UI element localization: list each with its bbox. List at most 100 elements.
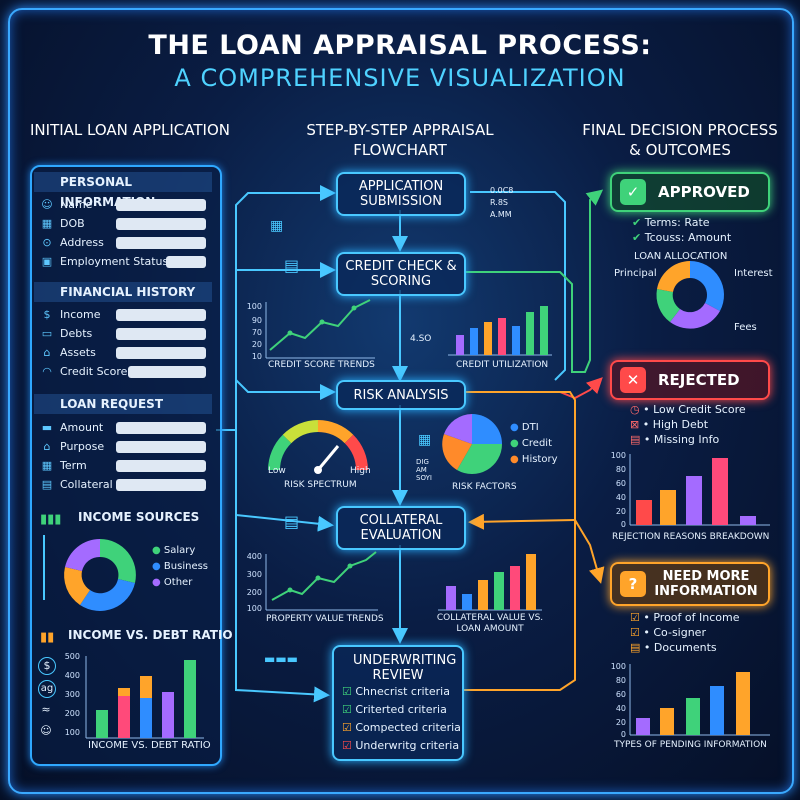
rejected-tick: 20 [615,507,626,516]
credit-util-caption: CREDIT UTILIZATION [456,360,549,370]
risk-side-label: AM [416,466,427,474]
location-pin-icon: ⊙ [42,236,52,249]
step-credit-check[interactable]: CREDIT CHECK & SCORING [336,252,466,296]
pending-tick: 80 [615,676,626,685]
approved-badge[interactable]: ✓ APPROVED [610,172,770,212]
pending-caption: TYPES OF PENDING INFORMATION [614,740,767,750]
ratio-chart-icon: ▮▮ [40,630,55,645]
pending-tick: 0 [620,730,626,739]
ratio-tick: 500 [64,652,80,661]
underwriting-item: ☑ Underwritg criteria [342,739,460,752]
trend-tick: 10 [251,352,262,361]
dob-field[interactable] [116,218,206,230]
approved-label: APPROVED [658,183,750,201]
income-field[interactable] [116,309,206,321]
rejected-caption: REJECTION REASONS BREAKDOWN [612,532,770,542]
debts-field[interactable] [116,328,206,340]
form-icon: ▦ [418,432,432,448]
legend-salary: ● Salary [152,545,196,556]
misc-readout: 0.0C8 [490,186,514,195]
legend-business: ● Business [152,561,209,572]
credit-trends-caption: CREDIT SCORE TRENDS [268,360,375,370]
trend-tick: 20 [251,340,262,349]
dollar-icon: $ [43,308,51,321]
property-tick: 300 [246,570,262,579]
thumbs-up-icon: ✓ [620,179,646,205]
collateral-field[interactable] [116,479,206,491]
legend-credit: ● Credit [510,438,552,449]
left-column-heading: INITIAL LOAN APPLICATION [30,121,230,139]
pending-tick: 40 [615,704,626,713]
person-icon: ☺ [41,198,53,211]
outer-frame [8,8,794,794]
risk-side-label: DIG [416,458,429,466]
employment-field[interactable] [166,256,206,268]
loan-allocation-title: LOAN ALLOCATION [634,251,728,262]
approved-item: ✔ Terms: Rate [632,216,710,229]
collateral-caption: COLLATERAL VALUE VS. LOAN AMOUNT [436,613,544,634]
risk-low-label: Low [268,466,286,476]
rejected-tick: 80 [615,465,626,474]
scale-icon: ≈ [41,703,51,716]
x-mark-icon: ✕ [620,367,646,393]
clipboard-icon: ▤ [284,256,300,275]
pending-tick: 20 [615,718,626,727]
page-title: THE LOAN APPRAISAL PROCESS: [148,30,652,61]
document-icon: ▤ [41,478,53,491]
risk-high-label: High [350,466,371,476]
loan-request-header: LOAN REQUEST [34,394,212,414]
assets-field[interactable] [116,347,206,359]
misc-readout: A.MM [490,210,512,219]
rejected-tick: 60 [615,479,626,488]
risk-spectrum-caption: RISK SPECTRUM [284,480,357,490]
purpose-field[interactable] [116,441,206,453]
legend-history: ● History [510,454,558,465]
briefcase-icon: ▣ [41,255,53,268]
legend-other: ● Other [152,577,193,588]
rejected-item: ▤ • Missing Info [630,433,720,446]
property-tick: 400 [246,552,262,561]
right-column-heading: FINAL DECISION PROCESS & OUTCOMES [582,121,778,159]
name-field[interactable] [116,199,206,211]
rejected-tick: 40 [615,493,626,502]
pending-tick: 60 [615,690,626,699]
step-risk-analysis[interactable]: RISK ANALYSIS [336,380,466,410]
underwriting-title: UNDERWRITING REVIEW [353,653,457,683]
step-application-submission[interactable]: APPLICATION SUBMISSION [336,172,466,216]
term-field[interactable] [116,460,206,472]
credit-score-field[interactable] [128,366,206,378]
data-stream-icon: ▬▬▬ [264,652,299,666]
clipboard-icon: ▤ [284,512,300,531]
step-underwriting-review[interactable]: UNDERWRITING REVIEW [332,645,464,761]
ratio-tick: 100 [64,728,80,737]
card-icon: ▭ [41,327,53,340]
rejected-tick: 0 [620,520,626,529]
rejected-badge[interactable]: ✕ REJECTED [610,360,770,400]
trend-tick: 100 [246,302,262,311]
address-field[interactable] [116,237,206,249]
money-icon: ▬ [41,421,53,434]
question-icon: ? [620,571,646,597]
alloc-interest: Interest [734,268,773,279]
ratio-title: INCOME VS. DEBT RATIO [68,628,233,642]
rejected-label: REJECTED [658,371,740,389]
bar-chart-icon: ▮▮▮ [40,512,62,527]
pending-tick: 100 [610,662,626,671]
income-sources-title: INCOME SOURCES [78,510,200,524]
amount-field[interactable] [116,422,206,434]
house-icon: ⌂ [43,440,51,453]
alloc-principal: Principal [614,268,657,279]
step-collateral-evaluation[interactable]: COLLATERAL EVALUATION [336,506,466,550]
need-more-info-badge[interactable]: ? NEED MORE INFORMATION [610,562,770,606]
middle-column-heading: STEP-BY-STEP APPRAISAL FLOWCHART [306,121,494,159]
